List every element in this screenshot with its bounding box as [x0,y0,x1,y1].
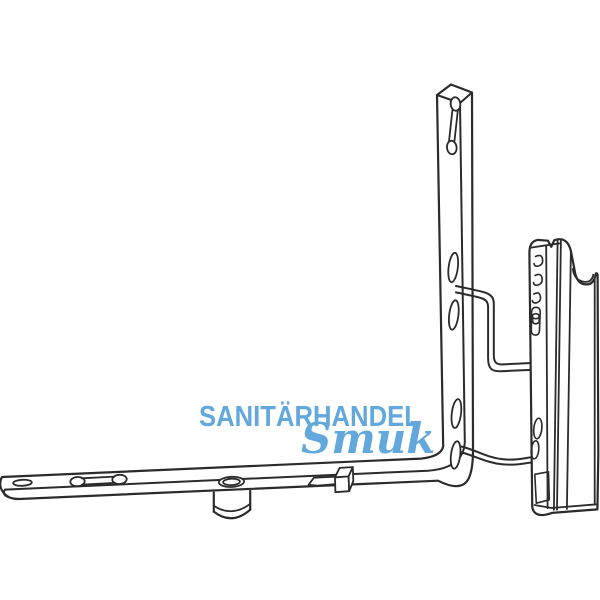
screw-hole [447,299,460,331]
cam-block-front [334,475,351,494]
flange-hole [532,417,543,440]
bar-left-endcap-edge [2,488,20,500]
sash-hinge-profile [528,238,600,517]
lower-link-arm [459,445,533,466]
hook-cutout [532,273,543,287]
rect-cutout [534,471,551,504]
profile-inner-edges [530,239,598,511]
cam-slot-block [307,466,355,494]
keyhole-slot [446,96,462,156]
upper-link-arm [455,285,532,373]
flange-hole [530,440,540,460]
screw-hole [450,398,463,429]
profile-flange-cutouts [530,254,551,504]
bone-slot [69,473,128,488]
bar-end-hole [12,478,33,487]
screw-hole [449,440,462,470]
corner-band-inner-edges [4,91,473,491]
hinge-cup-inner-curve [571,268,595,283]
watermark-brand-text: SANITÄRHANDEL [199,401,420,433]
pivot-ring-hole [218,475,245,488]
hook-cutout [533,254,544,268]
cam-block-side [347,466,355,493]
hook-cutout [531,292,542,304]
screw-pin [531,312,540,325]
corner-band-outline [0,83,475,501]
pivot-pin [212,489,252,520]
vertical-arm-screw-holes [447,251,463,470]
frame-corner-band [0,83,475,520]
watermark-script-text: Smuk [301,414,436,463]
screw-hole [447,251,460,284]
